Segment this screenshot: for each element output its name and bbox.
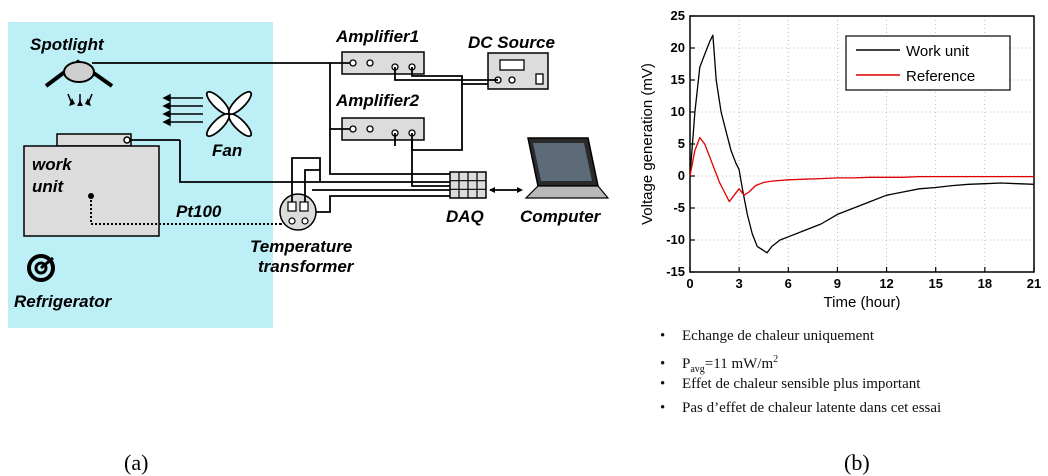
legend-label-reference: Reference — [906, 68, 975, 85]
x-tick-label: 21 — [1027, 276, 1041, 291]
bullet-list: • Echange de chaleur uniquement • Pavg=11 … — [660, 324, 941, 420]
daq-icon — [449, 171, 487, 199]
y-tick-label: 20 — [671, 40, 685, 55]
x-tick-label: 15 — [928, 276, 942, 291]
bullet-dot: • — [660, 356, 666, 372]
y-tick-label: 25 — [671, 8, 685, 23]
temperature-transformer-icon — [279, 193, 317, 231]
series-line-work-unit — [689, 34, 1035, 254]
temperature-transformer-label-line1: Temperature — [250, 237, 352, 256]
series-line-reference — [689, 136, 1034, 203]
y-tick-label: -15 — [666, 264, 685, 279]
setup-diagram: Spotlight Fan work unit Pt100 — [8, 22, 610, 475]
x-tick-label: 0 — [686, 276, 693, 291]
refrigerator-label: Refrigerator — [14, 292, 113, 311]
computer-label: Computer — [520, 207, 602, 226]
pt100-label: Pt100 — [176, 202, 222, 221]
spotlight-label: Spotlight — [30, 35, 105, 54]
y-tick-label: 5 — [678, 136, 685, 151]
y-tick-label: 15 — [671, 72, 685, 87]
pt100-probe-wire — [90, 196, 282, 225]
bullet-text-p: P — [682, 356, 691, 372]
x-axis-label: Time (hour) — [824, 294, 901, 311]
generator-plate — [56, 133, 132, 147]
bullet-text: Echange de chaleur uniquement — [682, 328, 874, 344]
bullet-text-rest: =11 mW/m — [704, 356, 774, 372]
x-tick-label: 18 — [978, 276, 992, 291]
daq-label: DAQ — [446, 207, 484, 226]
voltage-chart: 0 3 6 9 12 15 18 21 -15 -10 -5 0 5 10 15 20 25 Time (hou… — [639, 8, 1041, 475]
panel-a-label: (a) — [124, 450, 148, 475]
temperature-transformer-label-line2: transformer — [258, 257, 355, 276]
wiring — [92, 62, 520, 225]
fan-label: Fan — [212, 141, 242, 160]
x-tick-label: 6 — [785, 276, 792, 291]
x-tick-label: 9 — [834, 276, 841, 291]
work-unit-label-line2: unit — [32, 177, 64, 196]
bullet-item: • Effet de chaleur sensible plus importan… — [660, 372, 941, 396]
legend-label-work-unit: Work unit — [906, 43, 970, 60]
amplifier1-label: Amplifier1 — [335, 27, 419, 46]
y-tick-label: -5 — [673, 200, 685, 215]
bullet-dot: • — [660, 328, 666, 344]
bullet-text-sup: 2 — [773, 354, 779, 365]
amplifier2-label: Amplifier2 — [335, 91, 420, 110]
y-tick-label: 0 — [678, 168, 685, 183]
x-tick-label: 3 — [736, 276, 743, 291]
dc-source-label: DC Source — [468, 33, 555, 52]
bullet-text: Effet de chaleur sensible plus important — [682, 376, 921, 392]
bullet-item: • Echange de chaleur uniquement — [660, 324, 941, 348]
refrigerator-icon — [27, 254, 55, 282]
y-tick-label: 10 — [671, 104, 685, 119]
x-tick-label: 12 — [879, 276, 893, 291]
spotlight-icon — [44, 59, 114, 106]
fan-icon — [162, 90, 253, 138]
bullet-text: Pas d’effet de chaleur latente dans cet … — [682, 400, 942, 416]
y-tick-label: -10 — [666, 232, 685, 247]
y-axis-label: Voltage generation (mV) — [639, 63, 656, 225]
work-unit-label-line1: work — [32, 155, 73, 174]
bullet-dot: • — [660, 400, 666, 416]
panel-b-label: (b) — [844, 450, 870, 475]
bullet-item: • Pavg=11 mW/m2 — [660, 348, 941, 375]
bullet-dot: • — [660, 376, 666, 392]
legend-box — [845, 35, 1011, 91]
bullet-text-sub: avg — [690, 364, 705, 375]
legend: Work unit Reference — [845, 35, 1011, 91]
laptop-icon — [524, 137, 610, 199]
bullet-item: • Pas d’effet de chaleur latente dans cet… — [660, 396, 941, 420]
